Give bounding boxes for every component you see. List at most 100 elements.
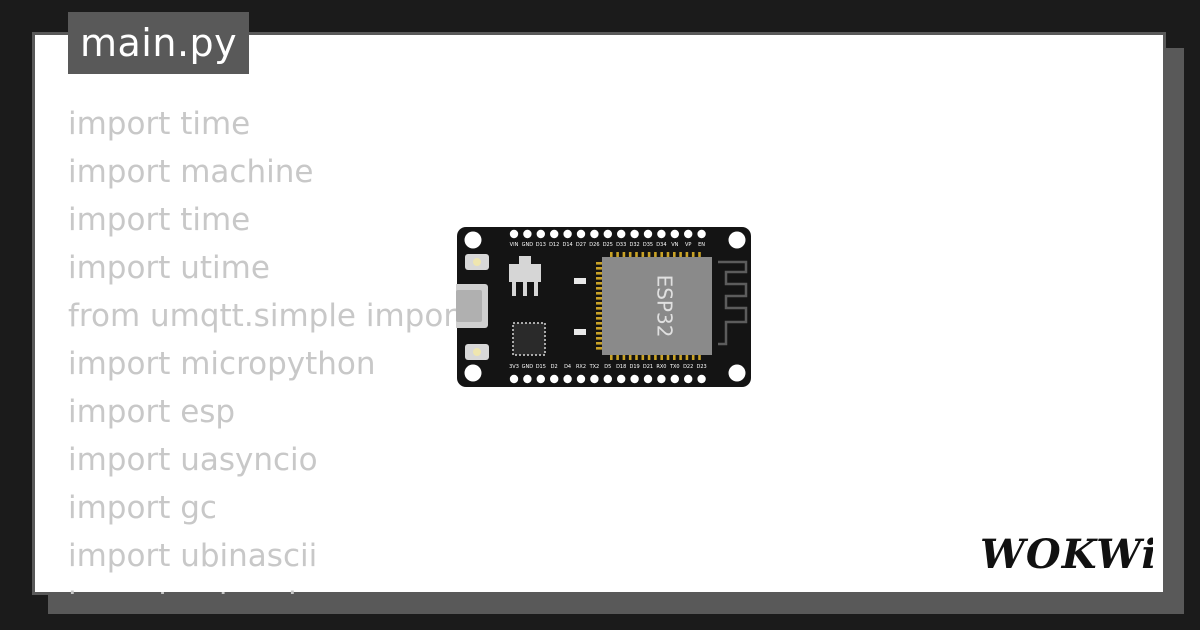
module-pad <box>641 355 645 360</box>
module-pad <box>610 252 613 257</box>
voltage-regulator <box>509 264 541 282</box>
usb-uart-chip <box>512 322 546 356</box>
pin-hole <box>617 229 626 239</box>
mounting-hole <box>728 231 746 249</box>
pin-hole <box>684 374 693 384</box>
regulator-tab <box>519 256 531 264</box>
module-pad <box>628 355 632 360</box>
regulator-leg <box>512 282 516 296</box>
module-pad <box>596 312 602 315</box>
module-pad <box>596 267 602 270</box>
pin-hole <box>630 374 639 384</box>
pin-label: VIN <box>510 242 519 248</box>
module-pad <box>596 322 602 325</box>
module-pad <box>691 252 695 257</box>
pin-hole <box>657 229 666 239</box>
pin-label: VN <box>671 242 678 248</box>
module-pad <box>673 252 676 257</box>
pin-label: D27 <box>576 242 586 248</box>
usb-port-inner <box>456 290 482 322</box>
pin-label: D15 <box>536 364 546 370</box>
module-pad <box>596 317 602 320</box>
mounting-hole <box>728 364 746 382</box>
pin-hole <box>670 229 679 239</box>
top-pin-holes <box>509 229 706 239</box>
module-pad <box>622 355 626 360</box>
bottom-pin-holes <box>509 374 706 384</box>
module-pad <box>698 355 701 360</box>
module-pad <box>596 307 602 310</box>
pin-label: D34 <box>656 242 666 248</box>
module-pad <box>647 252 651 257</box>
pin-hole <box>590 229 599 239</box>
pin-hole <box>697 374 706 384</box>
module-pad <box>596 327 602 330</box>
module-pad <box>596 332 602 335</box>
pin-label: D25 <box>603 242 613 248</box>
module-pad <box>616 252 619 257</box>
boot-button-cap <box>473 258 481 266</box>
pin-hole <box>563 229 572 239</box>
module-pad <box>679 355 682 360</box>
pin-hole <box>697 229 706 239</box>
pin-hole <box>603 229 612 239</box>
module-pad <box>654 252 657 257</box>
code-line: import gc <box>68 490 217 526</box>
pin-hole <box>523 374 532 384</box>
module-pad <box>596 282 602 285</box>
antenna-trace <box>718 260 748 346</box>
regulator-leg <box>523 282 527 296</box>
module-pad <box>596 337 602 340</box>
code-line: import time <box>68 202 251 238</box>
pin-hole <box>550 374 559 384</box>
module-pad <box>685 355 689 360</box>
pin-hole <box>643 229 653 239</box>
module-pad <box>691 355 695 360</box>
pin-label: D33 <box>616 242 626 248</box>
code-line: import network <box>68 580 588 594</box>
code-line: import machine <box>68 154 314 190</box>
pin-hole <box>643 374 653 384</box>
module-pad <box>596 342 602 345</box>
pin-label: TX0 <box>669 364 680 370</box>
pin-hole <box>536 374 545 384</box>
pin-label: D13 <box>536 242 546 248</box>
pin-label: D19 <box>629 364 639 370</box>
module-pad <box>596 347 602 350</box>
pin-label: D12 <box>549 242 559 248</box>
module-pad <box>660 252 663 257</box>
pin-hole <box>670 374 679 384</box>
pin-label: D21 <box>643 364 653 370</box>
filename-tab[interactable]: main.py <box>68 12 250 74</box>
pin-label: D23 <box>696 364 706 370</box>
pin-label: D2 <box>551 364 558 370</box>
pin-hole <box>509 229 519 239</box>
module-pad <box>596 272 602 275</box>
pin-label: D4 <box>564 364 571 370</box>
module-pad <box>666 252 670 257</box>
code-line: import micropython <box>68 346 376 382</box>
pin-label: D5 <box>604 364 611 370</box>
pin-label: 3V3 <box>509 364 519 370</box>
module-pad <box>635 355 638 360</box>
pin-label: GND <box>522 242 534 248</box>
module-pad <box>660 355 663 360</box>
wokwi-logo-graphic: WOKWi <box>980 531 1157 578</box>
pin-hole <box>523 229 532 239</box>
pin-label: D22 <box>683 364 693 370</box>
module-pad <box>596 262 602 265</box>
module-pad <box>679 252 682 257</box>
pin-hole <box>590 374 599 384</box>
code-line: import utime <box>68 250 270 286</box>
code-line: import ubinascii <box>68 538 318 574</box>
power-led <box>574 329 586 335</box>
pin-label: D26 <box>589 242 599 248</box>
module-pad <box>666 355 670 360</box>
status-led <box>574 278 586 284</box>
module-pad <box>596 277 602 280</box>
pin-label: D35 <box>643 242 653 248</box>
mounting-hole <box>464 364 482 382</box>
